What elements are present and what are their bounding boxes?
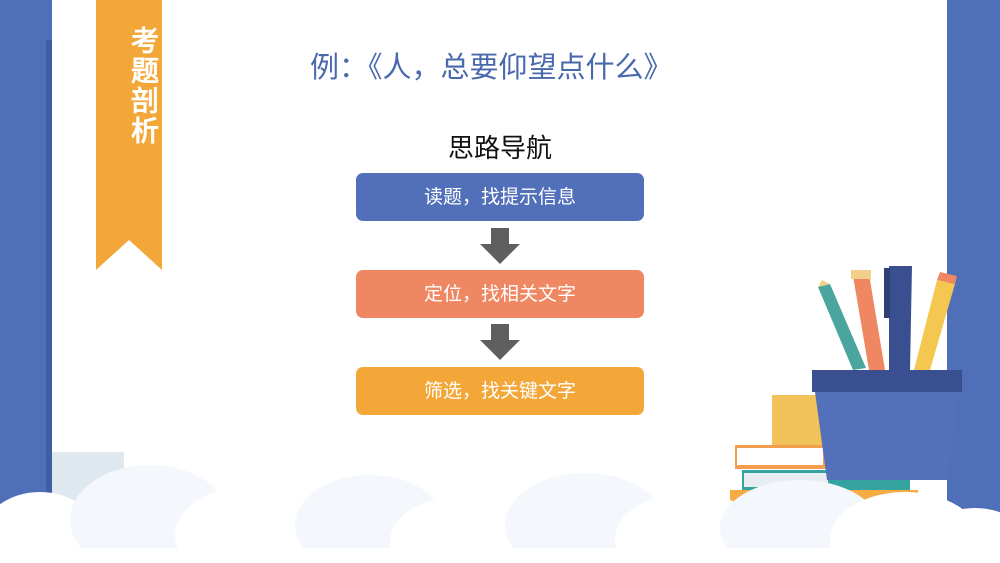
step-2-box: 定位，找相关文字 xyxy=(356,270,644,318)
down-arrow-icon xyxy=(480,228,520,264)
pencil-teal-tip xyxy=(818,280,830,287)
step-1-label: 读题，找提示信息 xyxy=(423,186,576,208)
paper-shadow xyxy=(46,40,56,510)
section-subheading: 思路导航 xyxy=(447,134,552,164)
pencil-yellow-eraser xyxy=(937,272,957,284)
down-arrow-icon xyxy=(480,324,520,360)
ribbon-shape xyxy=(96,0,162,270)
page-heading: 例：《人，总要仰望点什么》 xyxy=(310,50,673,84)
section-ribbon: 考题剖析 xyxy=(96,0,162,270)
book-orange-page xyxy=(737,448,823,465)
pencil-teal xyxy=(818,284,866,370)
pencil-orange xyxy=(853,274,885,370)
step-3-label: 筛选，找关键文字 xyxy=(423,380,576,402)
clouds xyxy=(0,465,1000,563)
pencil-cup-illustration xyxy=(730,266,962,516)
ribbon-title: 考题剖析 xyxy=(127,26,160,146)
step-3-box: 筛选，找关键文字 xyxy=(356,367,644,415)
step-2-label: 定位，找相关文字 xyxy=(423,283,576,305)
pencil-yellow xyxy=(914,280,955,370)
pen-clip xyxy=(884,268,890,318)
cup-body xyxy=(812,370,962,480)
cup-rim xyxy=(812,370,962,392)
step-1-box: 读题，找提示信息 xyxy=(356,173,644,221)
pencil-orange-cap xyxy=(851,270,871,279)
pen-navy xyxy=(889,266,912,370)
